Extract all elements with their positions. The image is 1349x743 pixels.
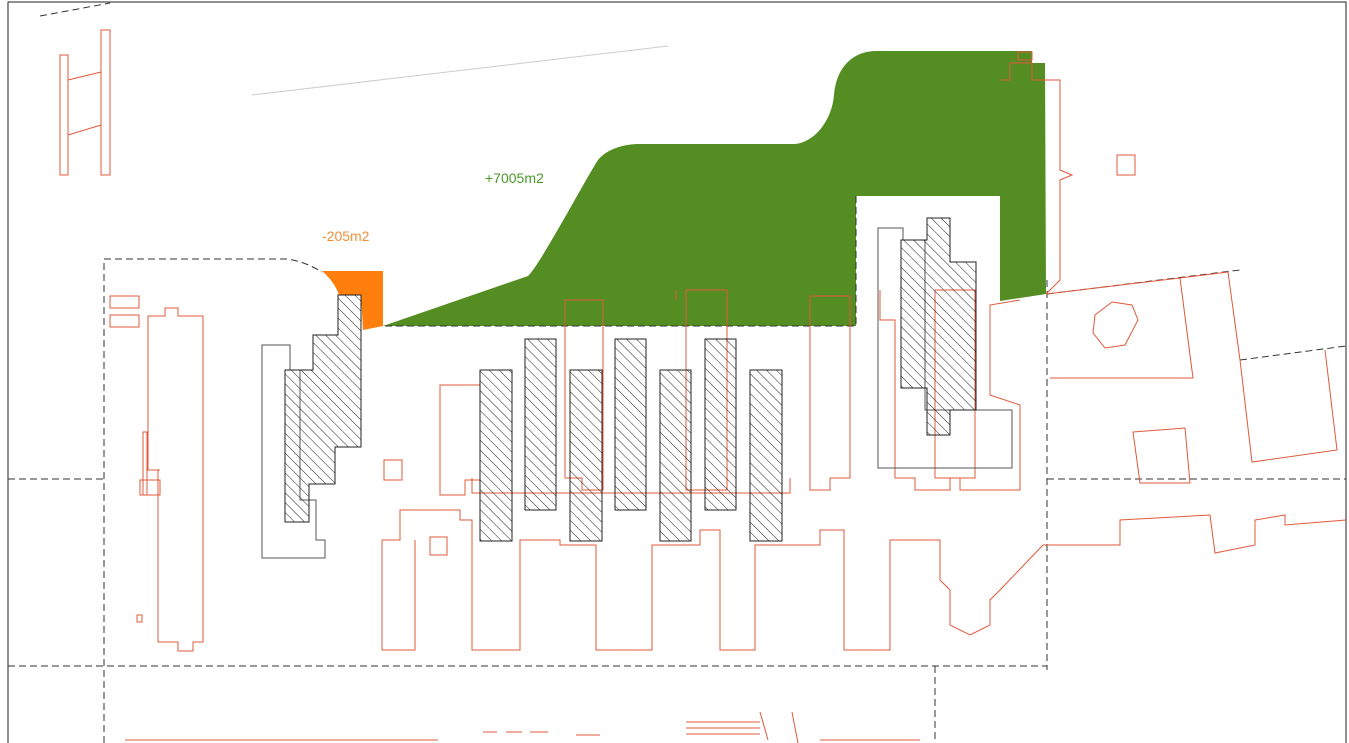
drawing-frame xyxy=(7,1,1347,743)
hatched-buildings xyxy=(284,217,977,542)
removed-area-label: -205m2 xyxy=(322,228,370,244)
parcel-boundaries xyxy=(8,2,1347,743)
proposed-outlines xyxy=(261,227,1013,559)
added-area-green xyxy=(383,51,1046,326)
added-area-label: +7005m2 xyxy=(485,170,544,186)
existing-buildings xyxy=(59,29,1347,743)
road-line xyxy=(251,45,669,96)
removed-area-orange xyxy=(322,271,383,330)
